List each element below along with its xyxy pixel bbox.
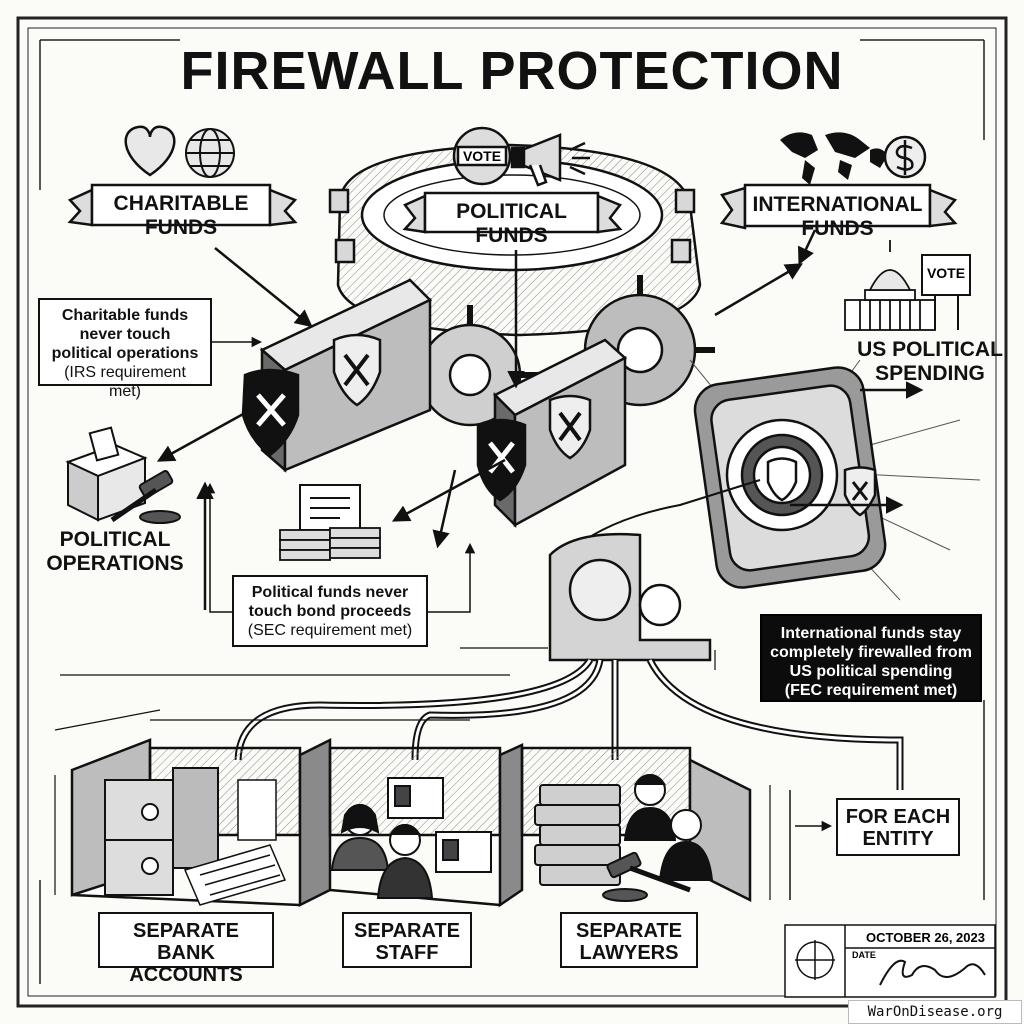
ballot-box-icon — [65, 426, 148, 522]
international-callout-box: International funds stay completely fire… — [760, 614, 982, 702]
megaphone-icon — [510, 133, 590, 187]
distribution-pipes-inner — [236, 659, 902, 790]
callout-line: touch bond proceeds — [248, 603, 412, 620]
banner-line: POLITICAL — [456, 200, 567, 223]
signature-icon — [879, 959, 986, 986]
callout-note: (FEC requirement met) — [784, 682, 958, 699]
separate-bank-accounts-label: SEPARATE BANK ACCOUNTS — [98, 912, 274, 986]
label-line: OPERATIONS — [46, 552, 184, 575]
vote-sign-text: VOTE — [926, 265, 966, 281]
banner-line: FUNDS — [475, 224, 548, 247]
label-line: SEPARATE — [354, 920, 460, 942]
callout-line: political operations — [51, 345, 199, 362]
callout-line: Charitable funds — [61, 307, 189, 324]
callout-note: (SEC requirement met) — [247, 622, 413, 639]
label-line: STAFF — [375, 942, 439, 964]
us-political-spending-label: US POLITICAL SPENDING — [855, 338, 1005, 386]
world-map-icon — [780, 132, 888, 185]
charitable-funds-banner: CHARITABLE FUNDS — [92, 192, 270, 240]
dollar-coin-icon — [883, 135, 927, 179]
law-book-icon — [534, 784, 621, 886]
globe-icon — [185, 128, 235, 178]
capitol-icon — [844, 240, 936, 331]
callout-line: never touch — [79, 326, 171, 343]
page-title: FIREWALL PROTECTION — [180, 41, 844, 101]
safe-icon — [104, 767, 219, 896]
political-operations-label: POLITICAL OPERATIONS — [40, 528, 190, 576]
vote-badge-icon — [452, 126, 512, 186]
callout-line: US political spending — [789, 663, 953, 680]
callout-line: Political funds never — [251, 584, 409, 601]
label-line: BANK ACCOUNTS — [129, 942, 243, 986]
id-card-icon — [387, 777, 492, 873]
political-funds-banner: POLITICAL FUNDS — [425, 200, 598, 248]
banner-line: INTERNATIONAL — [752, 193, 923, 216]
staff-person-icon — [330, 804, 434, 899]
page-frame — [16, 16, 1008, 1008]
stamp-date-label: DATE — [852, 950, 876, 960]
lawyer-icon — [623, 774, 714, 881]
political-callout-box: Political funds never touch bond proceed… — [232, 575, 428, 647]
gavel-icon — [602, 851, 691, 902]
for-each-entity-label: FOR EACH ENTITY — [836, 798, 960, 856]
callout-line: completely firewalled from — [770, 644, 972, 661]
label-line: POLITICAL — [59, 528, 171, 551]
label-line: SEPARATE — [133, 920, 239, 942]
certificate-icon — [299, 484, 361, 531]
banner-ribbons — [67, 183, 958, 234]
heart-icon — [124, 125, 176, 177]
vote-badge-text: VOTE — [462, 148, 502, 164]
banner-line: FUNDS — [801, 217, 874, 240]
flow-arrows — [156, 229, 924, 610]
banner-line: FUNDS — [144, 216, 218, 239]
money-stack-icon — [279, 527, 381, 561]
label-line: FOR EACH — [845, 806, 951, 828]
date-stamp-box — [784, 924, 996, 998]
charitable-firewall-wall — [241, 278, 433, 473]
separate-lawyers-label: SEPARATE LAWYERS — [560, 912, 698, 968]
label-line: LAWYERS — [579, 942, 679, 964]
callout-note: (IRS requirement met) — [64, 364, 186, 400]
charitable-callout-box: Charitable funds never touch political o… — [38, 298, 212, 400]
gavel-icon — [110, 470, 181, 524]
political-firewall-wall — [476, 338, 628, 529]
label-line: US POLITICAL — [857, 338, 1003, 361]
separate-staff-label: SEPARATE STAFF — [342, 912, 472, 968]
international-vault-firewall — [559, 359, 981, 601]
watermark-link[interactable]: WarOnDisease.org — [848, 1000, 1022, 1024]
dimension-lines — [54, 647, 771, 900]
label-line: SPENDING — [875, 362, 985, 385]
label-line: ENTITY — [862, 828, 934, 850]
international-funds-banner: INTERNATIONAL FUNDS — [745, 193, 930, 241]
funds-pedestal — [548, 532, 712, 662]
label-line: SEPARATE — [576, 920, 682, 942]
vote-sign-icon — [921, 254, 971, 330]
banner-line: CHARITABLE — [113, 192, 249, 215]
callout-line: International funds stay — [780, 625, 962, 642]
stamp-date: OCTOBER 26, 2023 — [866, 930, 985, 945]
ledger-icon — [183, 779, 287, 906]
